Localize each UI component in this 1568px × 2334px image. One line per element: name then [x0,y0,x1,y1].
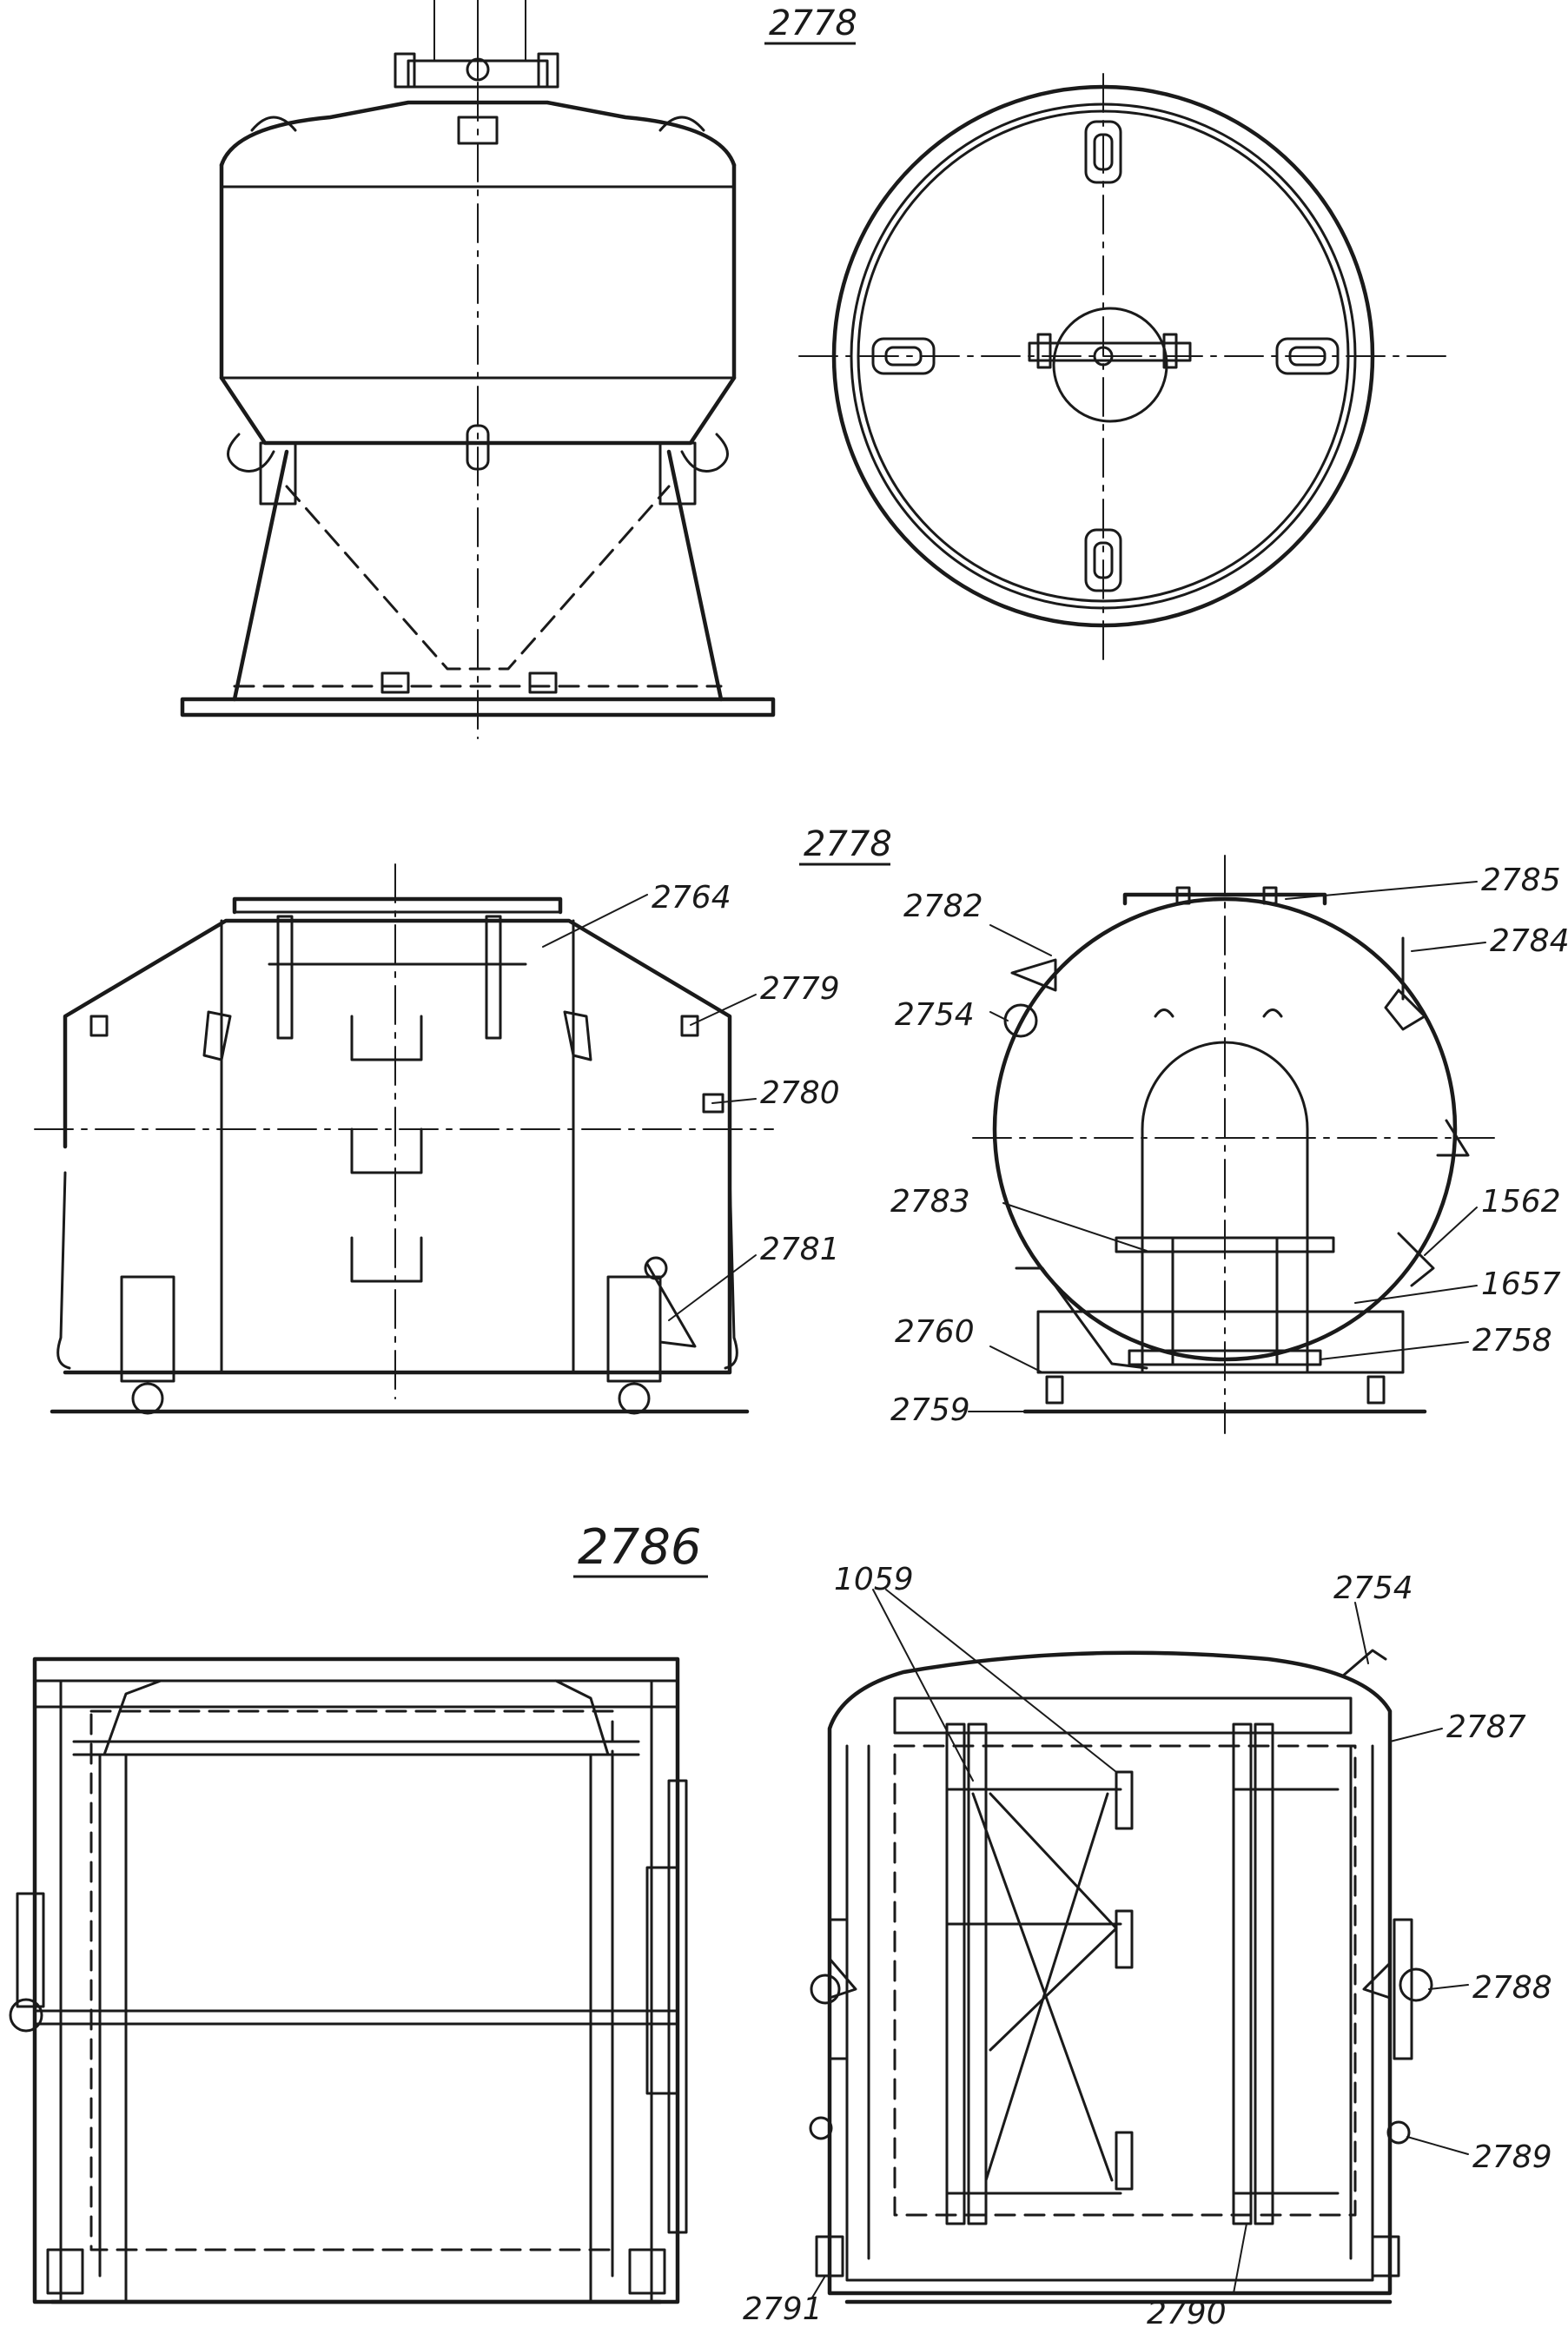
label-2788: 2788 [1472,1970,1552,2006]
label-2787: 2787 [1446,1709,1526,1745]
figure-title-tank: 2778 [769,3,857,43]
figure-2786-container: 2786 [9,1519,1552,2331]
container-side-view: 1059 2754 2787 2788 2789 2791 2790 [743,1562,1552,2331]
tank-plan-view [798,73,1452,661]
drum-front-elevation: 2764 2779 2780 2781 [34,863,840,1415]
label-1657: 1657 [1481,1266,1561,1302]
label-2759: 2759 [890,1392,970,1428]
figure-title-container: 2786 [578,1519,702,1576]
label-2791: 2791 [743,2291,823,2327]
label-2779: 2779 [760,971,840,1007]
label-2764: 2764 [652,880,731,916]
label-2754: 2754 [1333,1570,1413,1606]
label-2760: 2760 [895,1314,975,1350]
label-2785: 2785 [1481,863,1561,898]
label-2754: 2754 [895,997,975,1033]
label-2780: 2780 [760,1075,840,1111]
drum-side-elevation: 2782 2754 2785 2784 2783 1562 1657 2760 … [890,855,1568,1434]
label-2783: 2783 [890,1184,970,1220]
label-1059: 1059 [834,1562,914,1597]
label-1562: 1562 [1481,1184,1561,1220]
label-2790: 2790 [1147,2296,1227,2331]
label-2758: 2758 [1472,1323,1552,1359]
tank-side-elevation [180,0,776,739]
figure-title-drum: 2778 [804,824,892,864]
label-2789: 2789 [1472,2139,1552,2175]
label-2782: 2782 [903,889,983,924]
figure-2778-tank: 2778 [180,0,1452,739]
figure-2778-drum: 2778 [34,824,1568,1434]
label-2784: 2784 [1490,923,1568,959]
container-front-view [9,1656,688,2304]
label-2781: 2781 [760,1232,840,1267]
